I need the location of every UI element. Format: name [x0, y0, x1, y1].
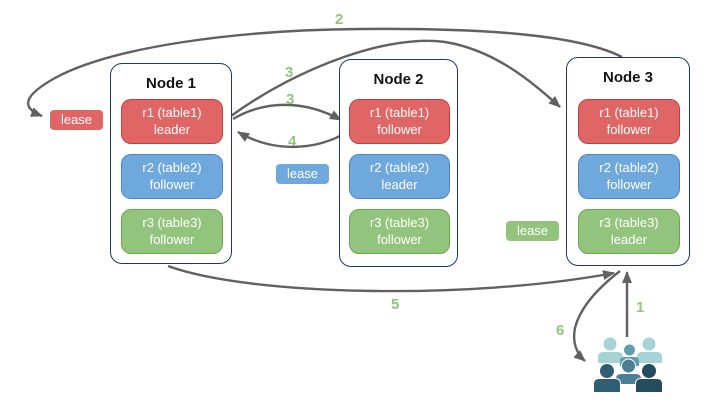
- lease-badge-green: lease: [506, 221, 559, 241]
- lease-badge-red: lease: [50, 110, 103, 130]
- replica-name: r3 (table3): [369, 214, 430, 230]
- node-1-replica-r1: r1 (table1) leader: [121, 99, 223, 144]
- replica-name: r2 (table2): [142, 159, 202, 175]
- step-label-3-lower: 3: [286, 91, 295, 108]
- replica-role: follower: [606, 121, 652, 137]
- node-3-replica-r1: r1 (table1) follower: [578, 99, 680, 144]
- arrow-step-5: [167, 264, 615, 293]
- node-2-box: Node 2 r1 (table1) follower r2 (table2) …: [339, 59, 458, 267]
- step-label-5: 5: [391, 296, 400, 313]
- replica-role: follower: [606, 176, 652, 192]
- replica-name: r1 (table1): [369, 104, 430, 120]
- replica-role: follower: [149, 231, 195, 247]
- replica-role: leader: [153, 121, 191, 137]
- node-1-replica-r2: r2 (table2) follower: [121, 154, 223, 199]
- step-label-3-upper: 3: [285, 64, 294, 81]
- replica-name: r1 (table1): [599, 104, 659, 120]
- node-2-replica-r2: r2 (table2) leader: [349, 154, 450, 199]
- node-3-title: Node 3: [602, 69, 653, 86]
- replica-name: r3 (table3): [142, 214, 202, 230]
- node-2-title: Node 2: [373, 71, 424, 88]
- replica-role: leader: [610, 231, 648, 247]
- replica-role: follower: [377, 231, 422, 247]
- node-1-title: Node 1: [145, 75, 196, 92]
- node-3-replica-r3: r3 (table3) leader: [578, 209, 680, 254]
- lease-badge-blue: lease: [276, 164, 329, 184]
- users-group-icon: [593, 337, 663, 393]
- replica-name: r3 (table3): [599, 214, 659, 230]
- node-2-replica-r1: r1 (table1) follower: [349, 99, 450, 144]
- replica-role: follower: [149, 176, 195, 192]
- replica-name: r1 (table1): [142, 104, 202, 120]
- step-label-4: 4: [288, 133, 297, 150]
- replica-name: r2 (table2): [599, 159, 659, 175]
- node-3-box: Node 3 r1 (table1) follower r2 (table2) …: [566, 57, 690, 266]
- node-2-replica-r3: r3 (table3) follower: [349, 209, 450, 254]
- step-label-1: 1: [636, 299, 645, 316]
- node-1-replica-r3: r3 (table3) follower: [121, 209, 223, 254]
- replica-role: leader: [381, 176, 418, 192]
- step-label-6: 6: [556, 322, 565, 339]
- arrow-step-6: [572, 270, 621, 362]
- replica-role: follower: [377, 121, 422, 137]
- node-1-box: Node 1 r1 (table1) leader r2 (table2) fo…: [110, 63, 232, 264]
- replica-name: r2 (table2): [369, 159, 430, 175]
- node-3-replica-r2: r2 (table2) follower: [578, 154, 680, 199]
- step-label-2: 2: [335, 11, 344, 28]
